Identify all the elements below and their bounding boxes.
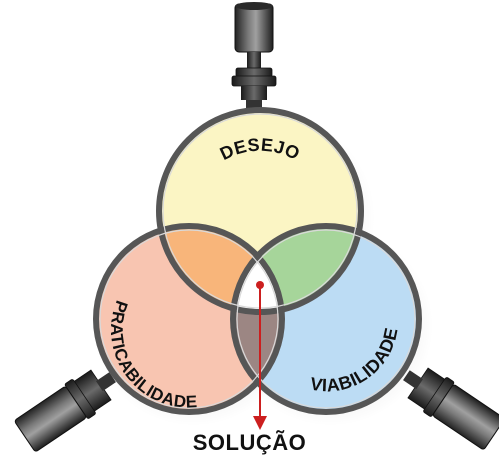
magnifier-handle-right — [403, 367, 499, 450]
overlap-desejo-praticabilidade — [159, 226, 282, 312]
overlap-desejo-viabilidade — [233, 226, 361, 312]
solution-arrow — [253, 281, 267, 430]
magnifier-handle-top — [231, 2, 277, 114]
magnifier-handle-left — [14, 369, 116, 452]
label-solucao: SOLUÇÃO — [192, 430, 307, 455]
